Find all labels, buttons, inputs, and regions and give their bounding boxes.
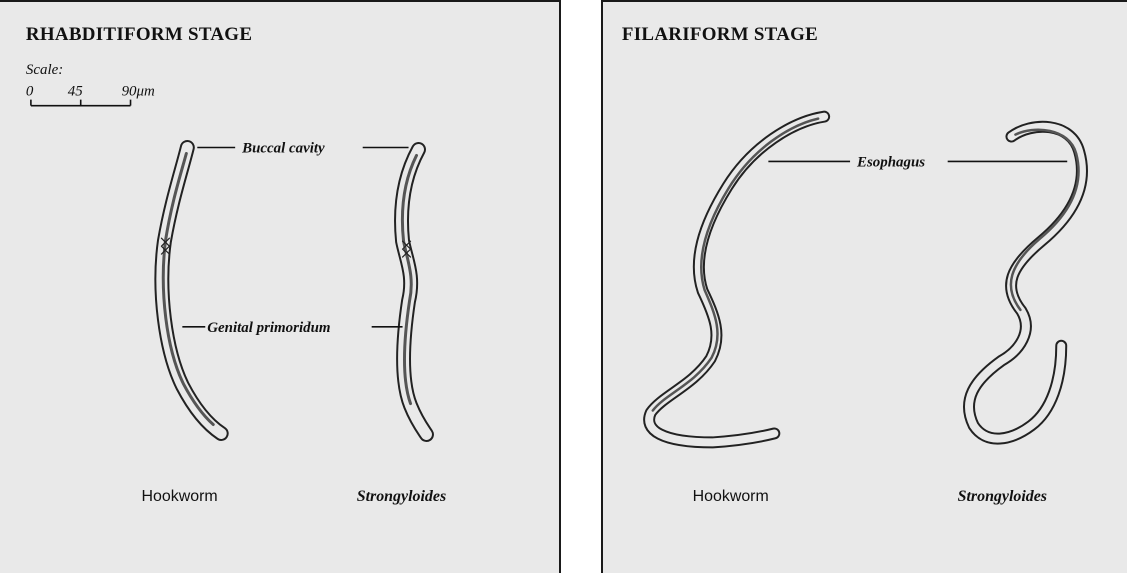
rhabditiform-hookworm-name: Hookworm <box>141 488 217 505</box>
filariform-hookworm-larva <box>649 117 824 443</box>
scale-tick-90: 90μm <box>122 84 155 100</box>
scale-label: Scale: <box>26 62 63 78</box>
rhabditiform-strongyloides-name: Strongyloides <box>357 488 446 505</box>
filariform-panel: FILARIFORM STAGE Esophagus Hookworm Stro… <box>601 0 1127 573</box>
filariform-hookworm-name: Hookworm <box>693 488 769 505</box>
genital-primordium-label: Genital primoridum <box>207 320 330 336</box>
esophagus-label: Esophagus <box>856 154 925 170</box>
scale-tick-45: 45 <box>68 84 83 100</box>
buccal-cavity-label: Buccal cavity <box>241 140 325 156</box>
rhabditiform-title: RHABDITIFORM STAGE <box>26 24 252 45</box>
rhabditiform-panel: RHABDITIFORM STAGE Scale: 0 45 90μm Bucc… <box>0 0 561 573</box>
filariform-diagram: FILARIFORM STAGE Esophagus Hookworm Stro… <box>603 2 1127 573</box>
rhabditiform-strongyloides-larva <box>402 149 427 434</box>
scale-bar: Scale: 0 45 90μm <box>26 62 155 106</box>
rhabditiform-hookworm-larva <box>161 148 221 434</box>
rhabditiform-diagram: RHABDITIFORM STAGE Scale: 0 45 90μm Bucc… <box>0 2 559 573</box>
scale-tick-0: 0 <box>26 84 34 100</box>
filariform-title: FILARIFORM STAGE <box>622 24 818 45</box>
scale-line <box>31 100 131 106</box>
filariform-strongyloides-larva <box>969 127 1082 439</box>
filariform-strongyloides-name: Strongyloides <box>958 488 1047 505</box>
